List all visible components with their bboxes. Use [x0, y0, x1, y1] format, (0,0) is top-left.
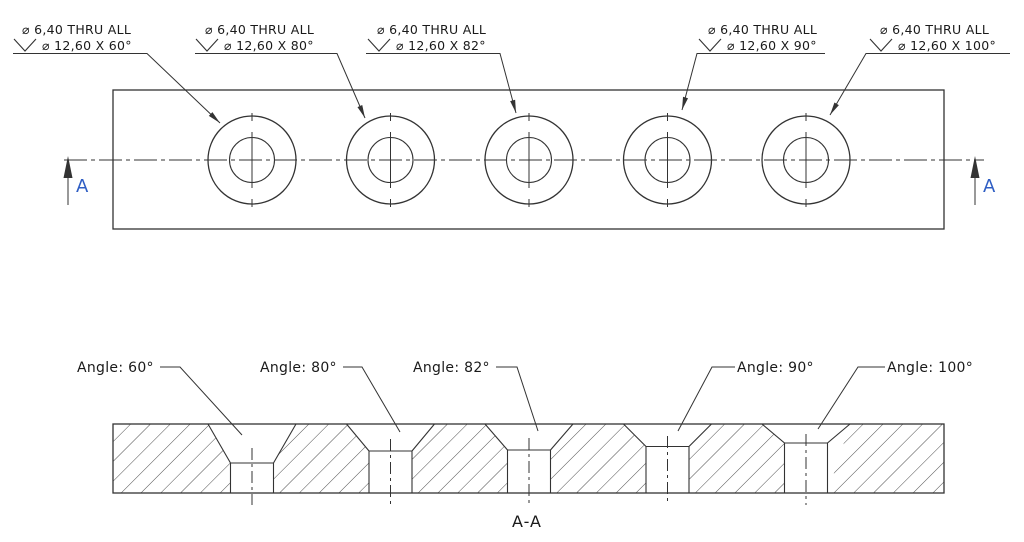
angle-leader	[160, 366, 243, 436]
hole-callout-90: ⌀ 6,40 THRU ALL ⌀ 12,60 X 90°	[681, 22, 825, 111]
leader-line	[829, 53, 1010, 116]
section-arrow-left: A	[63, 156, 89, 205]
section-hole-1	[207, 423, 297, 505]
countersink-note: ⌀ 12,60 X 90°	[727, 38, 817, 53]
section-hole-3	[484, 423, 574, 505]
countersink-icon	[367, 38, 391, 52]
hole-note: ⌀ 6,40 THRU ALL	[377, 22, 486, 37]
hole-3	[484, 113, 574, 207]
plate-outline	[112, 89, 945, 230]
angle-leader	[677, 366, 735, 432]
angle-leader	[817, 366, 885, 430]
hole-callout-82: ⌀ 6,40 THRU ALL ⌀ 12,60 X 82°	[366, 22, 517, 114]
section-arrow-right: A	[970, 156, 996, 205]
leader-arrowhead	[510, 99, 516, 113]
hole-note: ⌀ 6,40 THRU ALL	[708, 22, 817, 37]
leader-line	[13, 53, 221, 124]
section-letter-right: A	[983, 176, 996, 197]
angle-label: Angle: 100°	[887, 360, 973, 376]
angle-leader	[496, 366, 539, 432]
top-view: ⌀ 6,40 THRU ALL ⌀ 12,60 X 60° ⌀ 6,40 THR…	[13, 22, 1010, 230]
angle-annotation-60: Angle: 60°	[77, 360, 243, 436]
hole-callout-80: ⌀ 6,40 THRU ALL ⌀ 12,60 X 80°	[195, 22, 366, 119]
angle-annotation-82: Angle: 82°	[413, 360, 539, 432]
section-arrow-icon	[63, 156, 73, 178]
section-hole-4	[623, 423, 712, 505]
hole-5	[761, 113, 851, 207]
countersink-icon	[13, 38, 37, 52]
countersink-note: ⌀ 12,60 X 80°	[224, 38, 314, 53]
hole-void-2	[346, 424, 435, 493]
angle-label: Angle: 82°	[413, 360, 490, 376]
angle-annotation-80: Angle: 80°	[260, 360, 401, 433]
hole-note: ⌀ 6,40 THRU ALL	[880, 22, 989, 37]
angle-annotation-90: Angle: 90°	[677, 360, 814, 432]
hole-void-3	[485, 424, 573, 493]
section-view: Angle: 60° Angle: 80° Angle: 82° Angle: …	[77, 360, 973, 531]
countersink-note: ⌀ 12,60 X 60°	[42, 38, 132, 53]
angle-annotation-100: Angle: 100°	[817, 360, 973, 430]
angle-label: Angle: 60°	[77, 360, 154, 376]
leader-line	[681, 53, 825, 111]
hole-4	[622, 113, 713, 207]
hole-1	[207, 113, 297, 207]
countersink-icon	[195, 38, 219, 52]
leader-arrowhead	[357, 105, 365, 118]
angle-label: Angle: 80°	[260, 360, 337, 376]
section-letter-left: A	[76, 176, 89, 197]
hole-note: ⌀ 6,40 THRU ALL	[22, 22, 131, 37]
leader-line	[195, 53, 366, 119]
hole-void-4	[623, 424, 712, 493]
countersink-icon	[869, 38, 893, 52]
hole-note: ⌀ 6,40 THRU ALL	[205, 22, 314, 37]
hole-callout-100: ⌀ 6,40 THRU ALL ⌀ 12,60 X 100°	[829, 22, 1010, 116]
angle-leader	[343, 366, 401, 433]
leader-arrowhead	[682, 96, 689, 110]
hole-callout-60: ⌀ 6,40 THRU ALL ⌀ 12,60 X 60°	[13, 22, 221, 124]
section-hole-2	[346, 423, 435, 505]
countersink-icon	[698, 38, 722, 52]
leader-line	[366, 53, 517, 114]
hole-2	[345, 113, 436, 207]
countersink-note: ⌀ 12,60 X 100°	[898, 38, 996, 53]
section-hole-5	[761, 423, 851, 505]
countersink-note: ⌀ 12,60 X 82°	[396, 38, 486, 53]
angle-label: Angle: 90°	[737, 360, 814, 376]
leader-arrowhead	[830, 102, 839, 115]
section-view-title: A-A	[512, 512, 542, 531]
section-arrow-icon	[970, 156, 980, 178]
leader-arrowhead	[208, 112, 220, 123]
